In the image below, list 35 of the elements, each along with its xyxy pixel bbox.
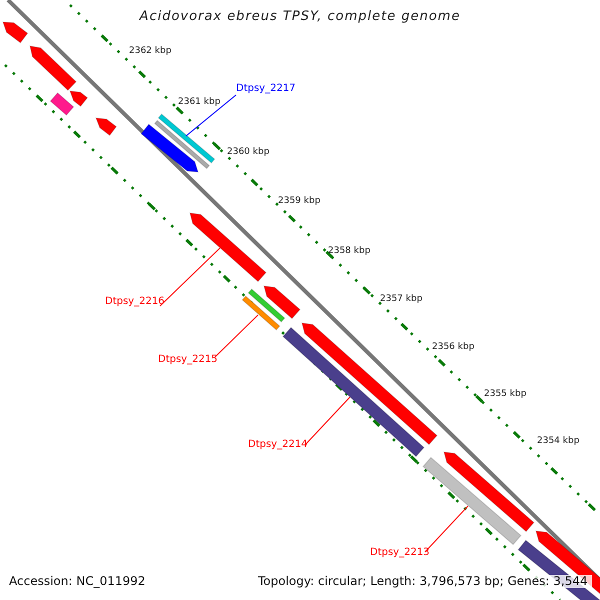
tick-label: 2356 kbp	[432, 343, 474, 353]
accession-text: Accession: NC_011992	[9, 575, 146, 588]
gene-feature	[69, 90, 88, 107]
gene-label: Dtpsy_2217	[236, 83, 296, 94]
gene-bar	[158, 113, 216, 164]
gene-label: Dtpsy_2215	[158, 354, 218, 365]
gene-feature	[2, 21, 28, 44]
leader-line	[160, 248, 220, 306]
gene-label: Dtpsy_2213	[370, 547, 430, 558]
leader-line	[304, 396, 350, 446]
tick-label: 2354 kbp	[537, 437, 580, 447]
gene-feature	[443, 451, 535, 532]
title: Acidovorax ebreus TPSY, complete genome	[138, 10, 462, 24]
gene-bar	[154, 120, 210, 170]
gene-feature	[95, 117, 117, 136]
tick-label: 2359 kbp	[278, 197, 320, 207]
tick-label: 2360 kbp	[227, 148, 270, 158]
gene-feature	[140, 124, 199, 173]
gene-bar	[248, 288, 286, 323]
gene-feature	[189, 212, 267, 282]
tick-label: 2357 kbp	[380, 295, 422, 305]
gene-feature	[263, 285, 301, 320]
tick-label: 2361 kbp	[178, 98, 220, 108]
leader-line	[214, 314, 258, 358]
tick-label: 2362 kbp	[129, 47, 172, 57]
genome-info-text: Topology: circular; Length: 3,796,573 bp; Genes: 3,544	[258, 575, 592, 588]
leader-line	[424, 506, 468, 552]
gene-bar	[242, 295, 280, 331]
tick-label: 2355 kbp	[484, 390, 526, 400]
gene-bar	[422, 456, 522, 546]
gene-feature	[29, 45, 77, 91]
gene-label: Dtpsy_2216	[105, 296, 165, 307]
leader-line	[186, 94, 236, 136]
gene-label: Dtpsy_2214	[248, 439, 308, 450]
tick-label: 2358 kbp	[328, 247, 370, 257]
